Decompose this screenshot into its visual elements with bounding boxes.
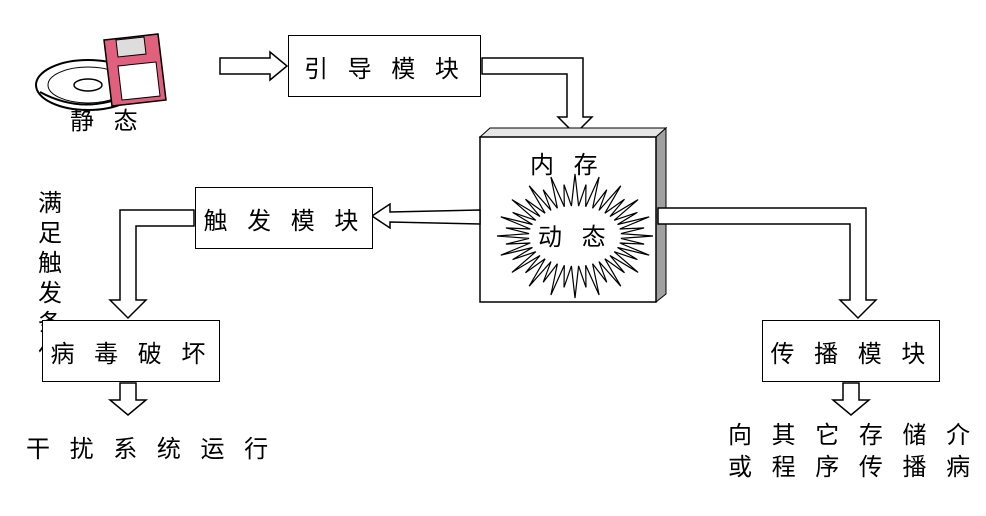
spread-module-box: 传 播 模 块: [762, 320, 940, 382]
trigger-module-box: 触 发 模 块: [195, 187, 373, 249]
static-state-label: 静 态: [70, 107, 144, 135]
arrow-trigger-to-damage: [108, 209, 195, 320]
arrow-memory-to-spread: [657, 207, 878, 320]
arrow-boot-to-memory: [481, 57, 594, 136]
dynamic-state-label: 动 态: [538, 223, 612, 251]
spread-target-line: 向 其 它 存 储 介 质: [728, 421, 986, 449]
spread-target-line: 或 程 序 传 播 病 毒: [728, 453, 986, 481]
memory-label: 内 存: [530, 151, 604, 179]
boot-module-box: 引 导 模 块: [288, 35, 481, 97]
interfere-label: 干 扰 系 统 运 行: [26, 435, 275, 463]
trigger-condition-line: 满 足: [38, 189, 68, 247]
arrow-damage-down: [107, 382, 149, 416]
burst-shape: [496, 173, 654, 299]
arrow-memory-to-trigger: [370, 202, 481, 230]
arrow-media-to-boot: [219, 50, 289, 82]
burst-outline: [496, 173, 654, 299]
floppy-disk-icon: [103, 33, 167, 107]
virus-damage-box: 病 毒 破 坏: [42, 320, 220, 382]
arrow-spread-down: [830, 382, 872, 416]
trigger-condition-line: 触 发: [38, 249, 68, 307]
